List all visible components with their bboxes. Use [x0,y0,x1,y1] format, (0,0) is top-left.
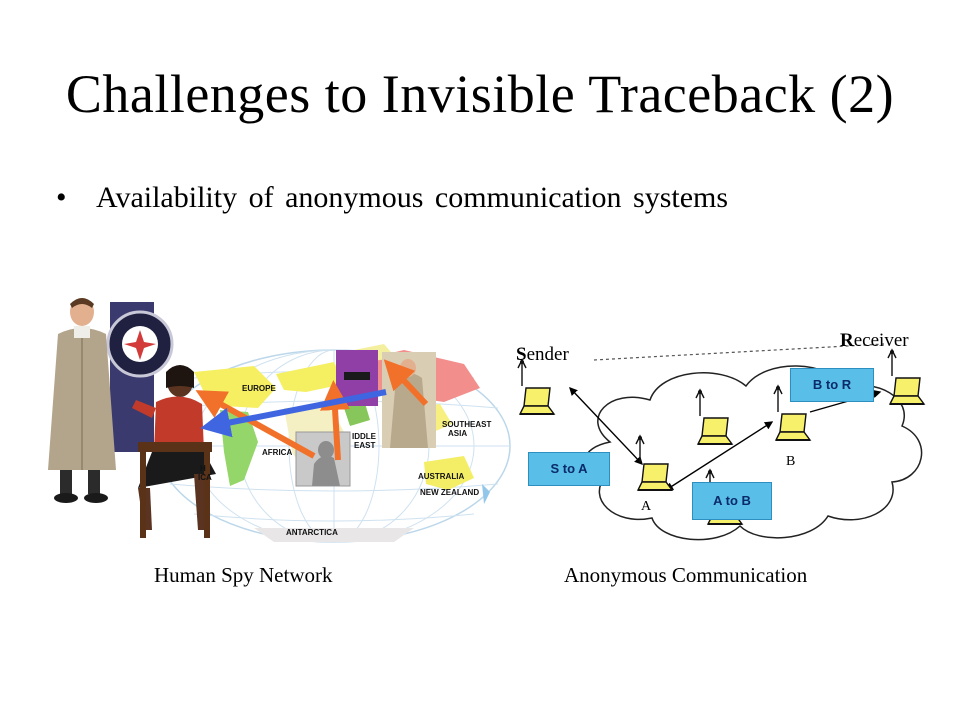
bullet-text: Availability of anonymous communication … [96,181,729,214]
spy-network-illustration: EUROPE IDDLE EAST AFRICA H ICA SOUTHEAST… [44,292,514,550]
spy-arrows [195,359,429,461]
map-label-south-america-1: H [200,464,206,473]
message-b-to-r: B to R [790,368,874,402]
direct-path-dashed [593,343,885,361]
bullet-dot: • [56,181,67,214]
node-a-label: A [641,499,652,514]
map-label-new-zealand: NEW ZEALAND [420,488,480,497]
map-label-antarctica: ANTARCTICA [286,528,338,537]
receiver-laptop [887,349,925,405]
spy-network-caption: Human Spy Network [154,563,333,587]
spy-network-art [48,298,511,543]
map-label-southeast-asia-2: ASIA [448,429,468,438]
man-figure [48,298,116,503]
anonymous-comm-diagram: Sender Receiver A B S to A A to B B to R [510,322,950,554]
anonymous-comm-caption: Anonymous Communication [564,563,808,587]
bullet-item: • Availability of anonymous communication… [56,178,728,218]
message-s-to-a: S to A [528,452,610,486]
map-label-africa: AFRICA [262,448,293,457]
message-a-to-b: A to B [692,482,772,520]
slide-title: Challenges to Invisible Traceback (2) [65,64,895,124]
map-label-middle-east-2: EAST [354,441,376,450]
map-label-southeast-asia-1: SOUTHEAST [442,420,492,429]
agency-seal [106,302,174,452]
arrow-sender-to-a [569,386,643,466]
node-b-label: B [786,454,796,469]
woman-figure [132,365,216,538]
sender-laptop [517,359,555,415]
map-label-australia: AUSTRALIA [418,472,465,481]
sender-label: Sender [516,344,569,365]
map-label-middle-east-1: IDDLE [352,432,376,441]
network-diagram-art [517,343,925,541]
arrow-a-to-b [664,421,774,491]
map-label-south-america-2: ICA [198,473,212,482]
receiver-label: Receiver [840,330,909,351]
map-label-europe: EUROPE [242,384,276,393]
